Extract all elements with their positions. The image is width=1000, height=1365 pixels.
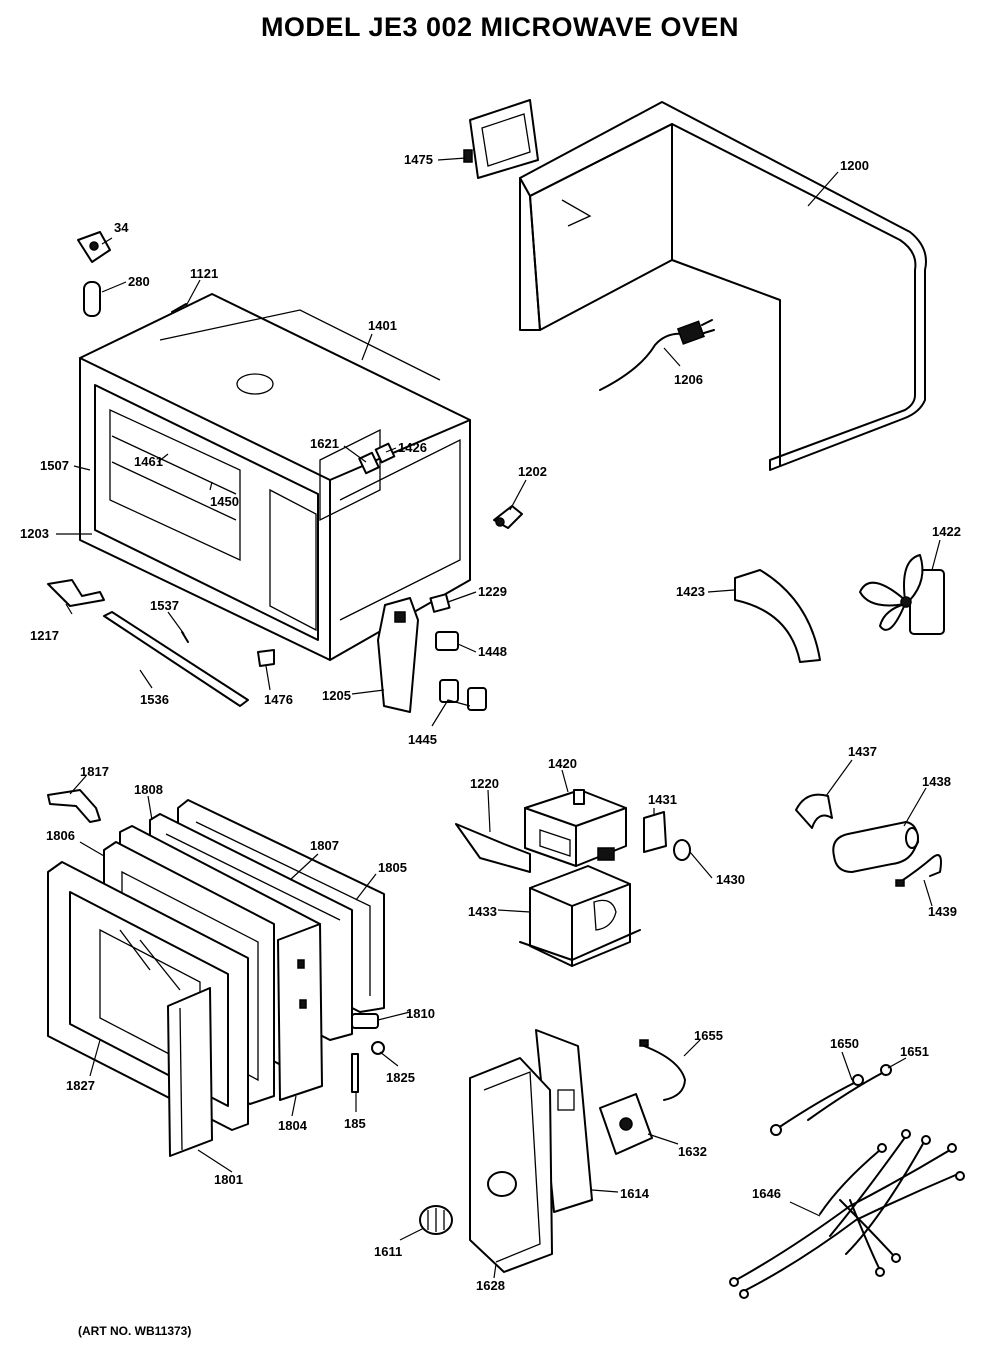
part-1229-switch <box>429 593 451 613</box>
label-1806: 1806 <box>46 828 75 843</box>
part-1205-interlock-bracket <box>377 597 419 713</box>
label-1805: 1805 <box>378 860 407 875</box>
part-1202-grommet <box>493 505 523 529</box>
label-1650: 1650 <box>830 1036 859 1051</box>
part-1628-control-panel <box>469 1057 553 1273</box>
label-1628: 1628 <box>476 1278 505 1293</box>
part-1420-magnetron <box>524 789 627 867</box>
part-1437-capacitor-clamp <box>795 793 833 829</box>
label-185: 185 <box>344 1116 366 1131</box>
art-number: (ART NO. WB11373) <box>78 1324 192 1338</box>
part-1422-fan-motor <box>859 554 945 635</box>
label-1614: 1614 <box>620 1186 650 1201</box>
part-1206-power-cord <box>599 319 715 391</box>
part-1632-timer <box>599 1093 653 1155</box>
label-1420: 1420 <box>548 756 577 771</box>
part-1655-lead-wire <box>639 1039 686 1101</box>
label-1206: 1206 <box>674 372 703 387</box>
part-1650-lead-wire <box>770 1074 864 1136</box>
part-1423-air-guide <box>734 569 821 663</box>
label-1422: 1422 <box>932 524 961 539</box>
label-34: 34 <box>114 220 129 235</box>
label-1445: 1445 <box>408 732 437 747</box>
label-1439: 1439 <box>928 904 957 919</box>
part-34-lamp-socket <box>77 231 111 263</box>
label-1431: 1431 <box>648 792 677 807</box>
label-1817: 1817 <box>80 764 109 779</box>
label-1537: 1537 <box>150 598 179 613</box>
label-1507: 1507 <box>40 458 69 473</box>
part-1537-screw <box>181 631 189 643</box>
label-1621: 1621 <box>310 436 339 451</box>
part-1801-door-handle <box>167 987 213 1157</box>
label-1229: 1229 <box>478 584 507 599</box>
label-1437: 1437 <box>848 744 877 759</box>
label-1203: 1203 <box>20 526 49 541</box>
label-1807: 1807 <box>310 838 339 853</box>
part-1220-bracket <box>455 823 531 873</box>
label-1801: 1801 <box>214 1172 243 1187</box>
part-1431-thermostat <box>643 811 667 853</box>
page-title: MODEL JE3 002 MICROWAVE OVEN <box>260 12 740 42</box>
part-1611-knob <box>419 1205 453 1235</box>
label-1401: 1401 <box>368 318 397 333</box>
part-1448-switch <box>435 631 459 651</box>
part-1804-hinge <box>277 923 323 1101</box>
label-1217: 1217 <box>30 628 59 643</box>
label-1450: 1450 <box>210 494 239 509</box>
part-1646-wire-harness <box>729 1129 965 1299</box>
part-1476-foot <box>257 649 275 667</box>
part-1217-bracket <box>47 579 105 607</box>
part-185-pin <box>351 1053 359 1093</box>
part-1439-wire-lead <box>895 854 942 887</box>
label-1611: 1611 <box>374 1244 402 1259</box>
part-280-lamp <box>83 281 101 317</box>
label-1430: 1430 <box>716 872 745 887</box>
part-1536-rail <box>103 611 249 707</box>
label-1632: 1632 <box>678 1144 707 1159</box>
label-1476: 1476 <box>264 692 293 707</box>
label-1475: 1475 <box>404 152 433 167</box>
label-1220: 1220 <box>470 776 499 791</box>
label-1808: 1808 <box>134 782 163 797</box>
label-1426: 1426 <box>398 440 427 455</box>
label-1827: 1827 <box>66 1078 95 1093</box>
label-1433: 1433 <box>468 904 497 919</box>
part-1825-screw <box>371 1041 385 1055</box>
part-1445-switch <box>439 679 487 711</box>
label-1200: 1200 <box>840 158 869 173</box>
label-1536: 1536 <box>140 692 169 707</box>
label-1655: 1655 <box>694 1028 723 1043</box>
label-1825: 1825 <box>386 1070 415 1085</box>
part-1810-door-spring <box>351 1013 379 1029</box>
label-280: 280 <box>128 274 150 289</box>
leader-lines <box>56 157 941 1279</box>
label-1448: 1448 <box>478 644 507 659</box>
part-1433-transformer <box>519 865 641 967</box>
part-1621-switch <box>358 451 380 475</box>
part-labels: 34 280 1121 1401 1475 1200 1206 1621 142… <box>20 152 961 1293</box>
label-1438: 1438 <box>922 774 951 789</box>
label-1423: 1423 <box>676 584 705 599</box>
label-1651: 1651 <box>900 1044 929 1059</box>
label-1804: 1804 <box>278 1118 308 1133</box>
part-1200-outer-cabinet <box>519 101 927 471</box>
label-1202: 1202 <box>518 464 547 479</box>
part-1430-diode <box>673 839 691 861</box>
label-1205: 1205 <box>322 688 351 703</box>
label-1646: 1646 <box>752 1186 781 1201</box>
part-1817-latch <box>47 789 101 823</box>
part-1438-capacitor <box>832 821 919 873</box>
part-1475-frame <box>463 99 539 179</box>
label-1461: 1461 <box>134 454 163 469</box>
label-1810: 1810 <box>406 1006 435 1021</box>
part-1401-oven-cavity <box>79 293 471 661</box>
label-1121: 1121 <box>190 266 218 281</box>
